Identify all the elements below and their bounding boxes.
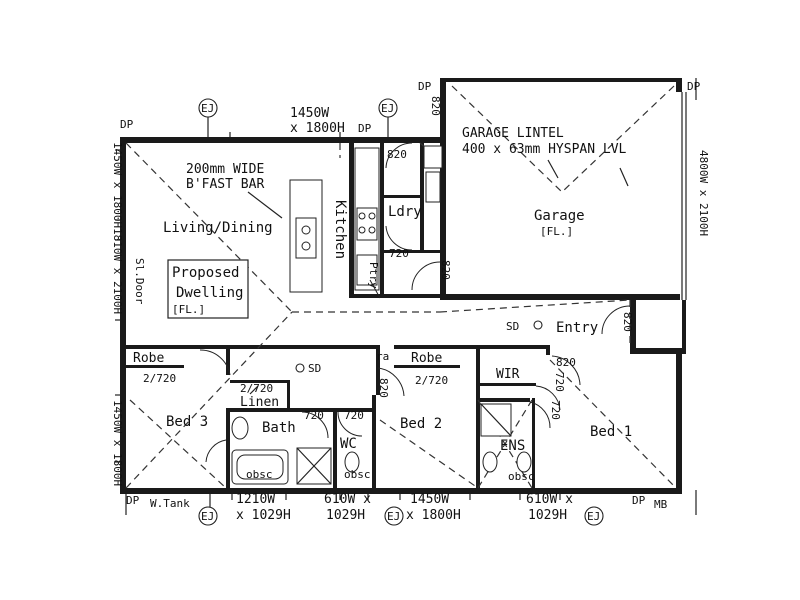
room-ensuite: ENS [500, 438, 525, 454]
door-820: 820 [621, 312, 634, 332]
door-2-720: 2/720 [240, 382, 273, 395]
mb-label: MB [654, 498, 668, 511]
room-garage: Garage [534, 208, 585, 224]
window-bottom-2-w: 610W x [324, 492, 371, 507]
ej-icon [584, 506, 604, 526]
ej-icon [198, 506, 218, 526]
door-820: 820 [556, 356, 576, 369]
garage [440, 78, 697, 300]
window-left-1: 1450W x 1800H [111, 142, 124, 228]
door-720: 720 [553, 372, 566, 392]
room-wc: WC [340, 436, 357, 452]
door-720: 720 [549, 400, 562, 420]
ej-label: EJ [381, 102, 394, 115]
dp-label: DP [418, 80, 432, 93]
window-bottom-3-h: x 1800H [406, 508, 461, 523]
garage-lintel-1: GARAGE LINTEL [462, 126, 564, 141]
ej-icon [198, 98, 218, 118]
door-820: 820 [439, 260, 452, 280]
door-820: 820 [387, 148, 407, 161]
proposed-dwelling-1: Proposed [172, 265, 239, 281]
room-robe-bed2: Robe [411, 351, 442, 366]
bar-label-2: B'FAST BAR [186, 177, 264, 192]
window-left-2: 1810W x 2100H [111, 228, 124, 314]
window-right: 4800W x 2100H [697, 150, 710, 236]
ej-label: EJ [587, 510, 600, 523]
water-tank-label: W.Tank [150, 497, 190, 510]
dp-label: DP [120, 118, 134, 131]
door-720: 720 [389, 247, 409, 260]
door-820: 820 [377, 378, 390, 398]
room-linen: Linen [240, 395, 279, 410]
dp-label: DP [632, 494, 646, 507]
door-720: 720 [304, 409, 324, 422]
ej-label: EJ [387, 510, 400, 523]
annotation-arrows [247, 159, 629, 395]
dwelling-floor-label: [FL.] [172, 303, 205, 316]
dp-label: DP [358, 122, 372, 135]
room-kitchen: Kitchen [332, 200, 348, 259]
window-bottom-1-h: x 1029H [236, 508, 291, 523]
sd-label: SD [506, 320, 519, 333]
bath-fixtures [231, 403, 532, 485]
door-820: 820 [429, 96, 442, 116]
window-bottom-4-h: 1029H [528, 508, 567, 523]
garage-floor-label: [FL.] [540, 225, 573, 238]
room-bath: Bath [262, 420, 296, 436]
obscure-glass-label: obsc [508, 470, 535, 483]
ej-icon [384, 506, 404, 526]
smoke-detector-icon [533, 320, 543, 330]
door-swings [199, 142, 631, 463]
room-bed1: Bed 1 [590, 424, 632, 440]
ej-symbols: EJ EJ EJ EJ EJ [198, 98, 604, 526]
dp-label: DP [126, 494, 140, 507]
room-laundry: Ldry [388, 204, 422, 220]
ej-icon [378, 98, 398, 118]
window-bottom-1-w: 1210W [236, 492, 275, 507]
room-entry: Entry [556, 320, 598, 336]
door-720: 720 [344, 409, 364, 422]
sd-label: SD [308, 362, 321, 375]
linen-ra-label: ra [376, 350, 389, 363]
proposed-dwelling-2: Dwelling [176, 285, 243, 301]
window-bottom-2-h: 1029H [326, 508, 365, 523]
exterior-walls [120, 137, 686, 494]
room-wir: WIR [496, 367, 520, 382]
window-bottom-3-w: 1450W [410, 492, 449, 507]
internal-walls [126, 143, 550, 489]
proposed-dwelling-box [167, 259, 249, 319]
roof-lines [125, 142, 677, 489]
obscure-glass-label: obsc [246, 468, 273, 481]
window-left-3: 1450W x 1800H [111, 400, 124, 486]
room-pantry: Ptry [367, 262, 380, 289]
sliding-door-label: Sl.Door [133, 258, 146, 305]
garage-lintel-2: 400 x 63mm HYSPAN LVL [462, 142, 627, 157]
obscure-glass-label: obsc [344, 468, 371, 481]
window-top-w: 1450W [290, 106, 329, 121]
bar-label-1: 200mm WIDE [186, 162, 264, 177]
room-bed3: Bed 3 [166, 414, 208, 430]
door-2-720: 2/720 [143, 372, 176, 385]
door-2-720: 2/720 [415, 374, 448, 387]
ej-label: EJ [201, 510, 214, 523]
kitchen-fixtures [289, 145, 443, 293]
dp-label: DP [687, 80, 701, 93]
room-living-dining: Living/Dining [163, 220, 273, 236]
smoke-detector-icon [295, 363, 305, 373]
window-bottom-4-w: 610W x [526, 492, 573, 507]
plan-labels: DP DP DP DP DP DP MB 1450W x 1800H 1450W… [111, 80, 710, 523]
room-bed2: Bed 2 [400, 416, 442, 432]
window-top-h: x 1800H [290, 121, 345, 136]
ej-label: EJ [201, 102, 214, 115]
room-robe-bed3: Robe [133, 351, 164, 366]
